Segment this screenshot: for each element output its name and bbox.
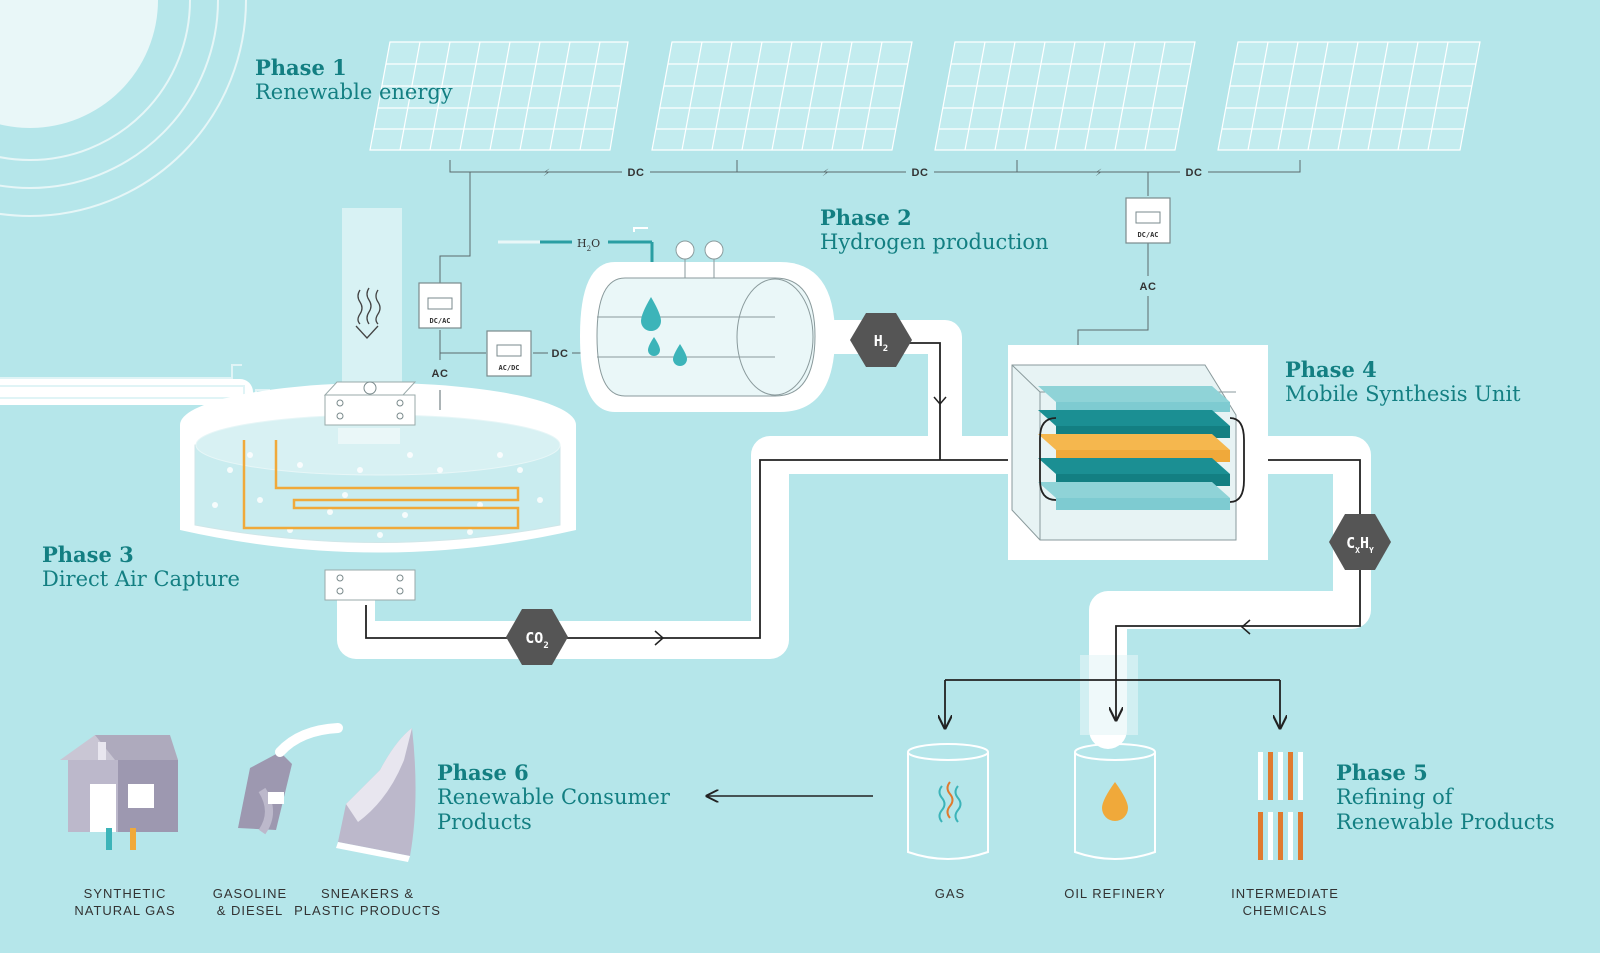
phase-4-label: Phase 4 Mobile Synthesis Unit xyxy=(1285,357,1521,407)
phase-1-label: Phase 1 Renewable energy xyxy=(255,55,453,105)
hexagon-co2: CO2 xyxy=(506,609,568,665)
electrolyzer-tank xyxy=(580,240,835,412)
bolt-icon: ⚡ xyxy=(543,168,550,179)
cxhy-label: CXHY xyxy=(1346,534,1374,555)
fuel-nozzle-icon xyxy=(238,723,343,835)
phase-1-number: Phase 1 xyxy=(255,55,347,80)
phase-2-name: Hydrogen production xyxy=(820,230,1049,254)
dcac-right-label: DC/AC xyxy=(1137,231,1158,239)
phase-3-number: Phase 3 xyxy=(42,542,134,567)
dc-ac-converter-left: DC/AC xyxy=(418,282,462,329)
sun-icon xyxy=(0,0,247,217)
flow-lines xyxy=(365,342,1361,728)
ac-label-left: AC xyxy=(432,368,449,380)
dc-bus xyxy=(439,160,1301,285)
phase-2-label: Phase 2 Hydrogen production xyxy=(820,205,1049,255)
chemicals-icon xyxy=(1258,752,1303,860)
phase-2-number: Phase 2 xyxy=(820,205,912,230)
solar-panel-1 xyxy=(369,41,629,151)
synthesis-plates xyxy=(1038,386,1230,510)
flow-chevrons xyxy=(654,396,1251,646)
phase-6-number: Phase 6 xyxy=(437,760,529,785)
dac-fan-unit xyxy=(323,381,417,601)
phase-5-label: Phase 5 Refining of Renewable Products xyxy=(1336,760,1555,835)
ac-dc-converter: AC/DC xyxy=(486,330,532,377)
phase-3-name: Direct Air Capture xyxy=(42,567,240,591)
synthetic-natural-gas-caption: SYNTHETIC NATURAL GAS xyxy=(74,886,176,918)
solar-panel-2 xyxy=(651,41,913,151)
water-drop-icon xyxy=(641,297,687,366)
dac-tank xyxy=(180,383,576,553)
phase-5-name: Refining of Renewable Products xyxy=(1336,785,1555,834)
phase-5-number: Phase 5 xyxy=(1336,760,1428,785)
dcac-left-label: DC/AC xyxy=(429,317,450,325)
bolt-icon: ⚡ xyxy=(822,168,829,179)
solar-panels xyxy=(369,41,1481,151)
water-formula: H2O xyxy=(577,237,600,253)
oil-drop-icon xyxy=(1102,782,1128,821)
ac-label-right: AC xyxy=(1140,281,1157,293)
house-icon xyxy=(60,735,178,850)
hexagon-h2: H2 xyxy=(850,313,912,367)
sneaker-icon xyxy=(336,728,416,862)
dc-label-2: DC xyxy=(912,167,929,179)
bolt-icon: ⚡ xyxy=(1095,168,1102,179)
phase-3-label: Phase 3 Direct Air Capture xyxy=(42,542,240,592)
hexagon-cxhy: CXHY xyxy=(1329,514,1391,570)
synthesis-unit xyxy=(1008,345,1268,560)
solar-panel-3 xyxy=(934,41,1196,151)
dc-label-1: DC xyxy=(628,167,645,179)
intermediate-chemicals-caption: INTERMEDIATE CHEMICALS xyxy=(1231,886,1339,918)
gas-caption: GAS xyxy=(934,886,966,901)
gas-container xyxy=(907,743,989,860)
solar-panel-4 xyxy=(1217,41,1481,151)
h2-label: H2 xyxy=(874,332,888,354)
dc-label-3: DC xyxy=(1186,167,1203,179)
gasoline-diesel-caption: GASOLINE & DIESEL xyxy=(212,886,288,918)
sneakers-plastic-caption: SNEAKERS & PLASTIC PRODUCTS xyxy=(294,886,441,918)
dc-ac-converter-right: DC/AC xyxy=(1125,197,1171,244)
dc-label-mid: DC xyxy=(552,348,569,360)
phase-4-number: Phase 4 xyxy=(1285,357,1377,382)
phase-6-name: Renewable Consumer Products xyxy=(437,785,670,834)
phase-6-label: Phase 6 Renewable Consumer Products xyxy=(437,760,670,835)
oil-flow-column xyxy=(1080,655,1138,735)
co2-label: CO2 xyxy=(525,629,548,651)
phase-1-name: Renewable energy xyxy=(255,80,453,104)
acdc-label: AC/DC xyxy=(498,364,519,372)
airflow-arrow-icon xyxy=(355,287,381,339)
phase-4-name: Mobile Synthesis Unit xyxy=(1285,382,1521,406)
oil-container xyxy=(1074,743,1156,860)
oil-refinery-caption: OIL REFINERY xyxy=(1064,886,1166,901)
